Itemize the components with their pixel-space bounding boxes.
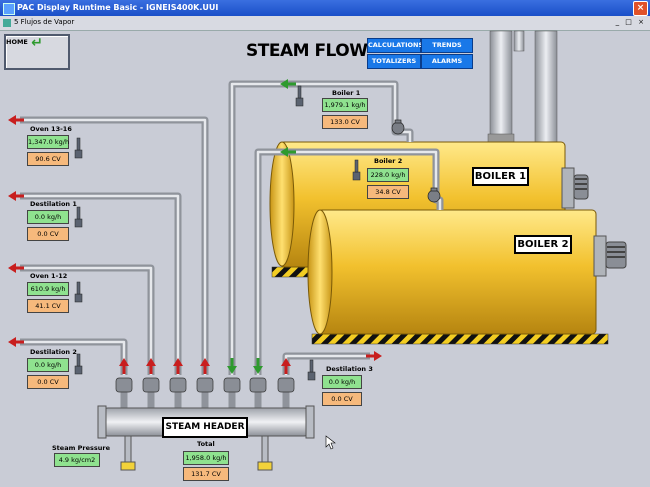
header-valves [115,377,295,393]
window-titlebar: PAC Display Runtime Basic - IGNEIS400K.U… [0,0,650,16]
oven-13-16-name: Oven 13-16 [30,125,72,133]
oven-1-12-flow: 610.9 kg/h [27,282,69,296]
calculations-button[interactable]: CALCULATIONS [367,38,423,53]
outflow-arrows [8,115,382,374]
document-tab-bar: 5 Flujos de Vapor _ □ × [0,16,650,31]
boiler-2-flow: 228.0 kg/h [367,168,409,182]
chimney-boiler-1 [487,30,525,143]
page-title: STEAM FLOW [246,41,368,61]
destilation-1-name: Destilation 1 [30,200,77,208]
boiler-2-tank [307,209,627,345]
total-cv: 131.7 CV [183,467,229,481]
boiler-outlet-valves [391,119,441,203]
steam-pipes-highlight [20,82,442,375]
home-button[interactable]: HOME ↵ [4,34,70,70]
oven-1-12-name: Oven 1-12 [30,272,68,280]
destilation-3-cv: 0.0 CV [322,392,362,406]
destilation-1-cv: 0.0 CV [27,227,69,241]
steam-header-label: STEAM HEADER [162,417,248,438]
boiler-2-cv: 34.8 CV [367,185,409,199]
home-label: HOME [6,38,28,46]
boiler-2-label: BOILER 2 [514,235,572,254]
oven-1-12-cv: 41.1 CV [27,299,69,313]
total-label: Total [197,440,215,448]
trends-button[interactable]: TRENDS [421,38,473,53]
steam-pressure-label: Steam Pressure [52,444,110,452]
destilation-2-flow: 0.0 kg/h [27,358,69,372]
boiler-1-cv: 133.0 CV [322,115,368,129]
destilation-3-flow: 0.0 kg/h [322,375,362,389]
inflow-arrows [227,79,296,374]
mouse-cursor [325,435,336,450]
boiler-1-flow: 1,979.1 kg/h [322,98,368,112]
steam-pressure-value: 4.9 kg/cm2 [54,453,100,467]
totalizers-button[interactable]: TOTALIZERS [367,54,421,69]
flow-transmitters [74,85,361,381]
oven-13-16-flow: 1,347.0 kg/h [27,135,69,149]
boiler-1-label: BOILER 1 [472,167,529,186]
destilation-3-name: Destilation 3 [326,365,373,373]
oven-13-16-cv: 90.6 CV [27,152,69,166]
boiler-1-name: Boiler 1 [332,89,361,97]
alarms-button[interactable]: ALARMS [421,54,473,69]
destilation-2-name: Destilation 2 [30,348,77,356]
total-flow: 1,958.0 kg/h [183,451,229,465]
document-title: 5 Flujos de Vapor [14,18,75,26]
return-arrow-icon: ↵ [31,35,43,51]
app-icon [3,3,15,15]
destilation-1-flow: 0.0 kg/h [27,210,69,224]
destilation-2-cv: 0.0 CV [27,375,69,389]
close-icon[interactable]: × [633,1,648,16]
document-icon [3,19,11,27]
boiler-2-name: Boiler 2 [374,157,403,165]
document-window-controls[interactable]: _ □ × [615,18,646,26]
window-title: PAC Display Runtime Basic - IGNEIS400K.U… [17,3,219,12]
